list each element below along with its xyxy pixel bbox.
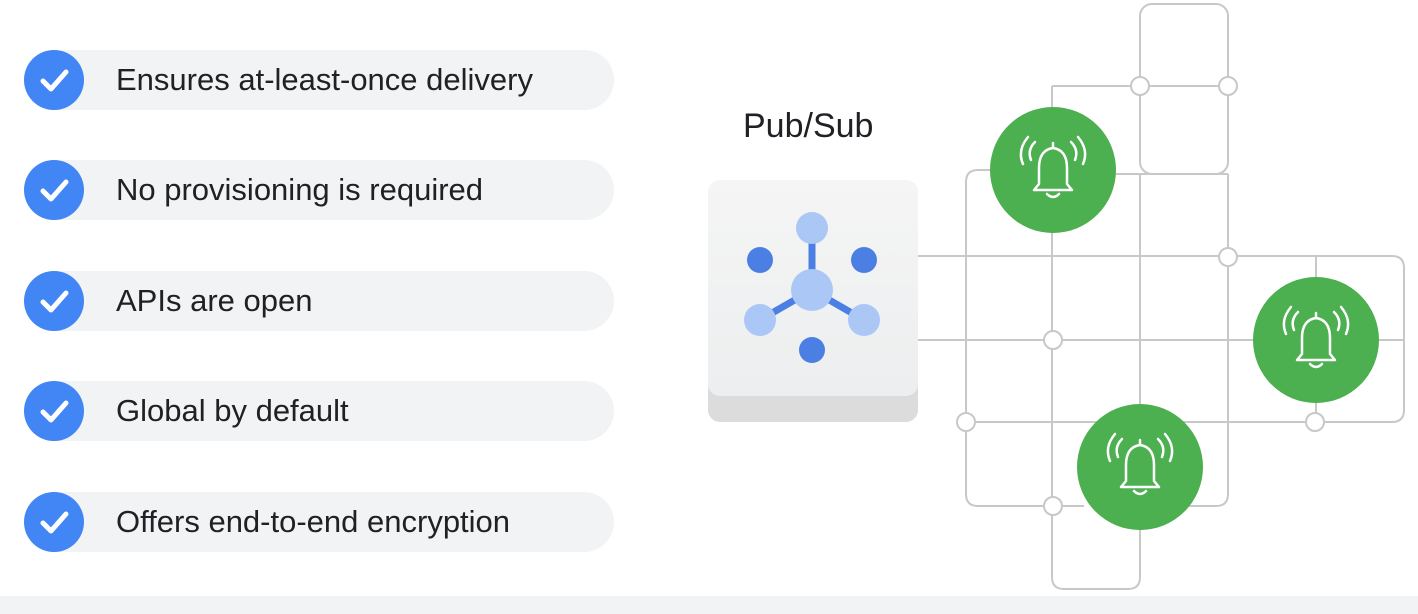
check-icon bbox=[24, 271, 84, 331]
feature-item: No provisioning is required bbox=[24, 160, 614, 220]
bottom-strip bbox=[0, 596, 1418, 614]
feature-label: No provisioning is required bbox=[116, 172, 484, 207]
subscriber-node bbox=[1253, 277, 1379, 403]
pubsub-icon bbox=[744, 212, 880, 363]
connector-nodes bbox=[956, 76, 1325, 516]
subscriber-node bbox=[990, 107, 1116, 233]
feature-label: Global by default bbox=[116, 393, 349, 428]
diagram-title: Pub/Sub bbox=[743, 107, 874, 145]
pubsub-hub bbox=[708, 180, 918, 422]
connector-node bbox=[1218, 76, 1238, 96]
network-lines bbox=[916, 3, 1405, 590]
feature-label: Offers end-to-end encryption bbox=[116, 504, 511, 539]
check-icon bbox=[24, 50, 84, 110]
feature-item: Global by default bbox=[24, 381, 614, 441]
connector-node bbox=[1043, 330, 1063, 350]
feature-label: Ensures at-least-once delivery bbox=[116, 62, 533, 97]
check-icon bbox=[24, 492, 84, 552]
check-icon bbox=[24, 160, 84, 220]
subscriber-node bbox=[1077, 404, 1203, 530]
feature-item: APIs are open bbox=[24, 271, 614, 331]
connector-node bbox=[1043, 496, 1063, 516]
feature-item: Ensures at-least-once delivery bbox=[24, 50, 614, 110]
connector-node bbox=[1305, 412, 1325, 432]
connector-node bbox=[956, 412, 976, 432]
feature-label: APIs are open bbox=[116, 283, 313, 318]
check-icon bbox=[24, 381, 84, 441]
connector-node bbox=[1218, 247, 1238, 267]
feature-item: Offers end-to-end encryption bbox=[24, 492, 614, 552]
connector-node bbox=[1130, 76, 1150, 96]
